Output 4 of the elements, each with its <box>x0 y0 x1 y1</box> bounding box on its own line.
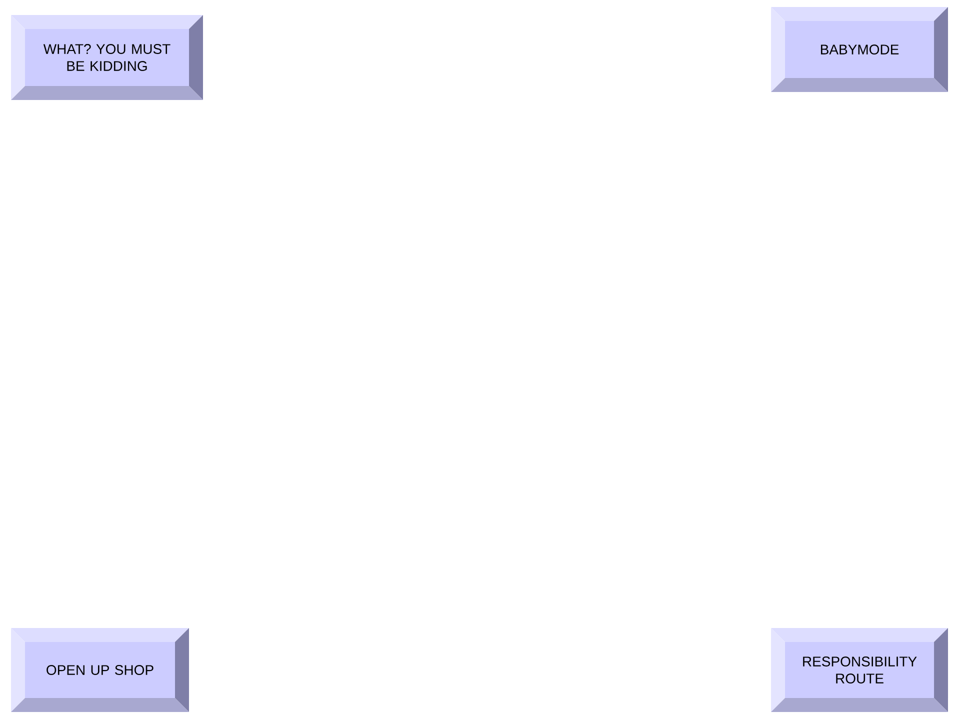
beveled-box: WHAT? YOU MUST BE KIDDING <box>11 15 203 100</box>
beveled-box: BABYMODE <box>771 7 948 92</box>
beveled-box: OPEN UP SHOP <box>11 628 189 712</box>
beveled-box: RESPONSIBILITY ROUTE <box>771 628 948 712</box>
